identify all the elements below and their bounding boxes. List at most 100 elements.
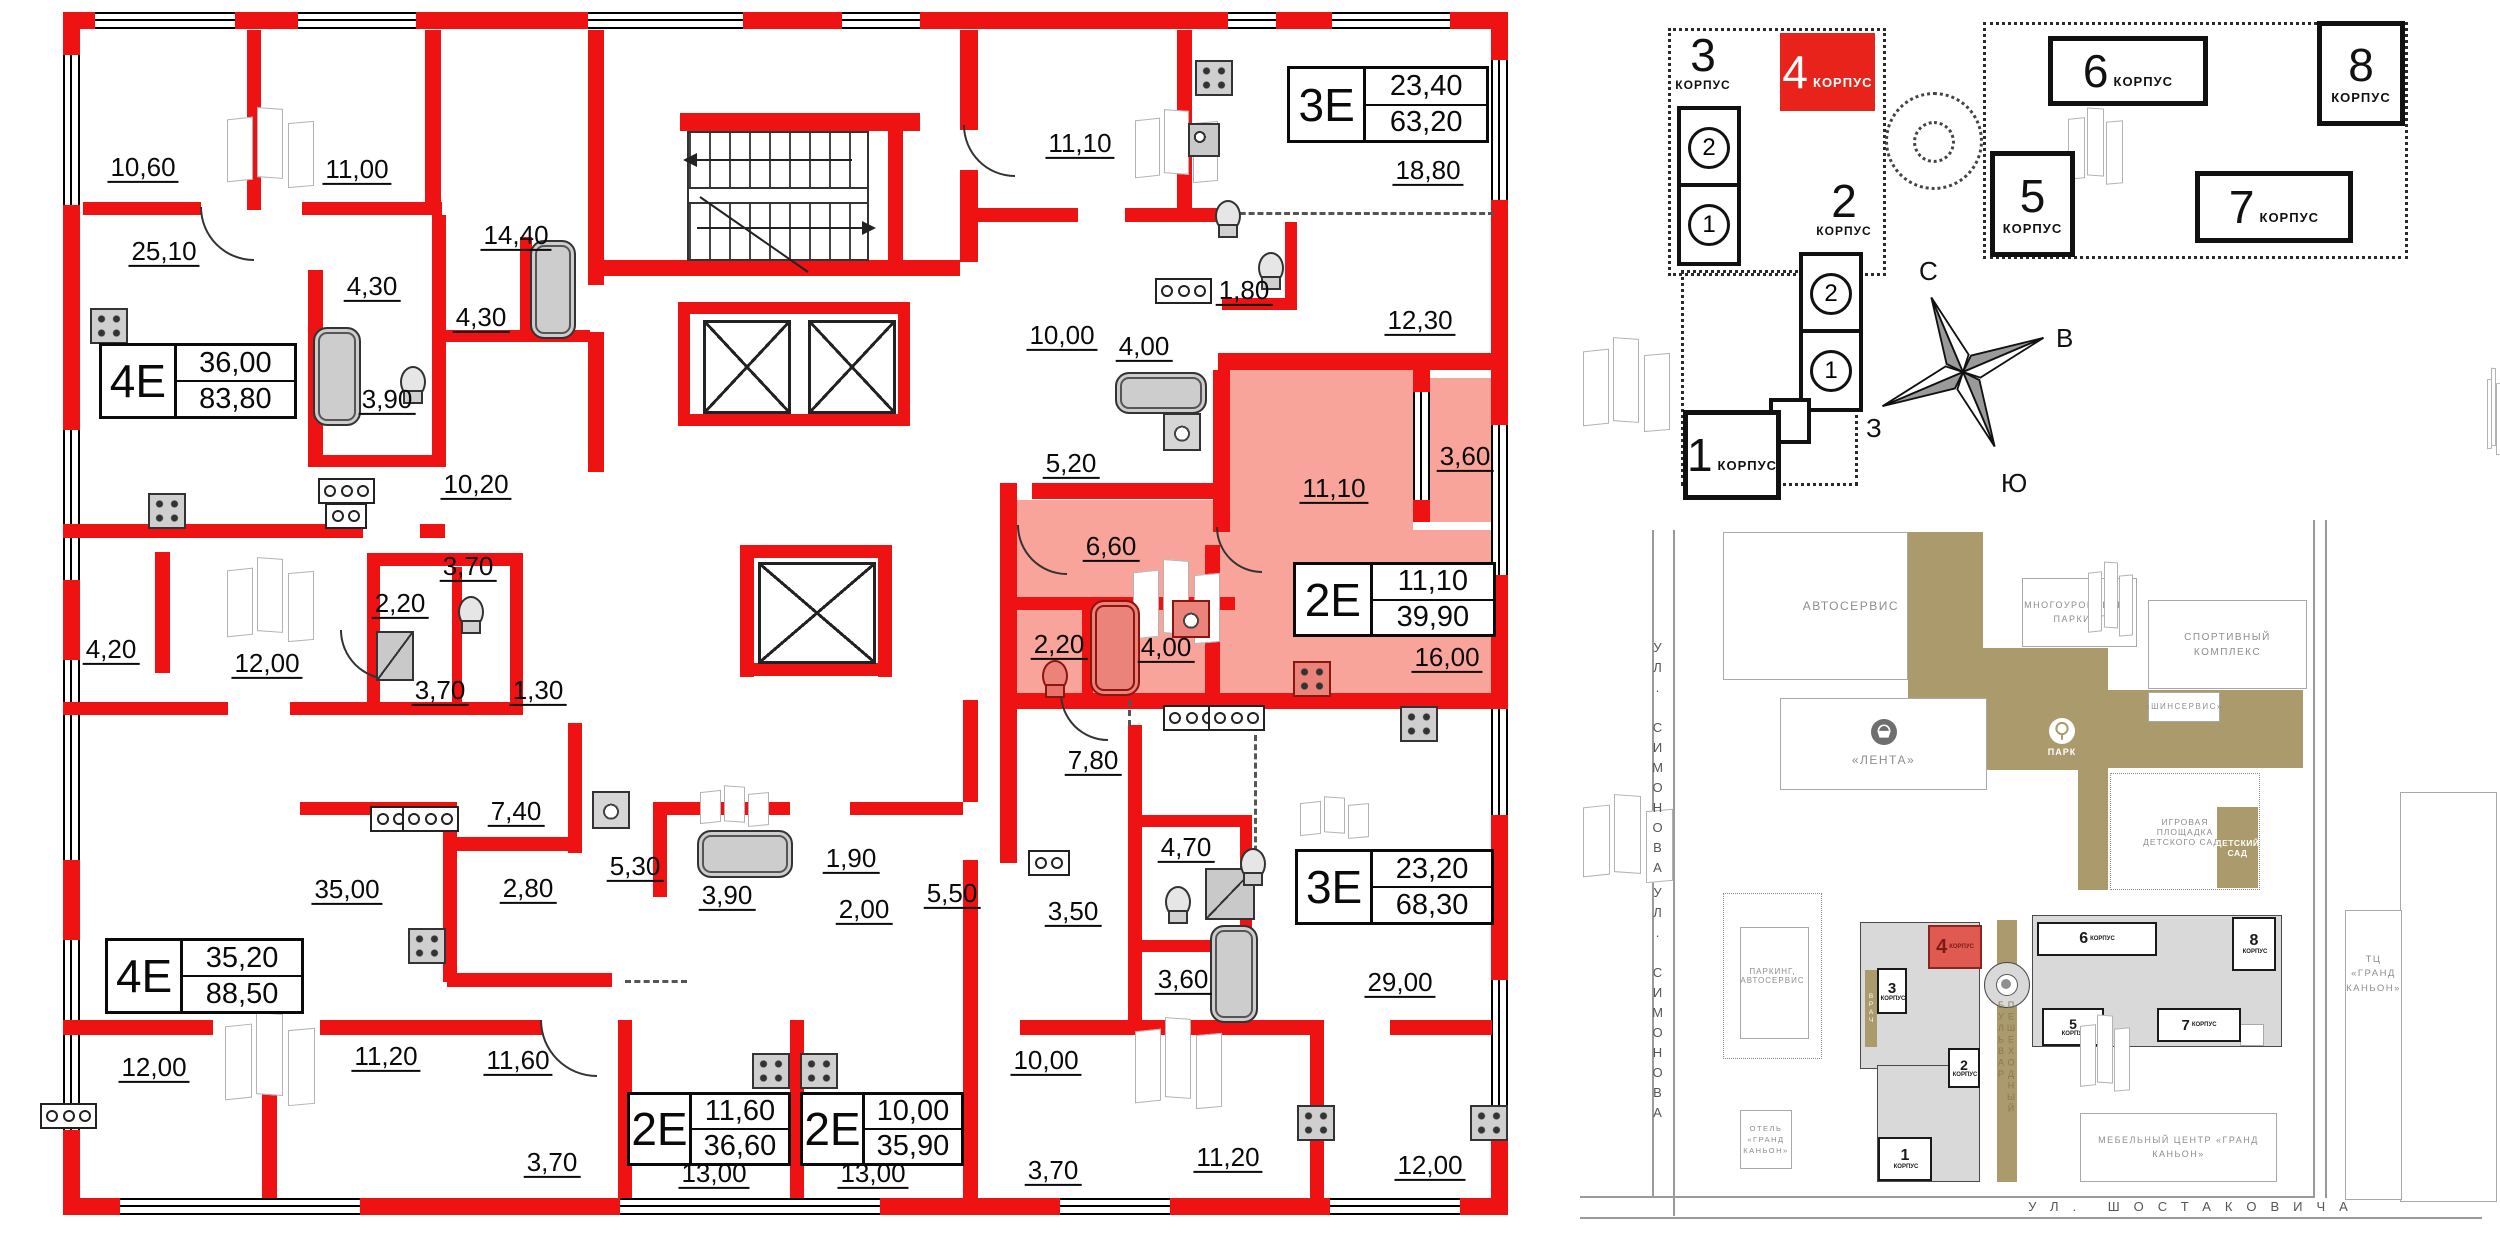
vent-box [1155, 278, 1212, 304]
interior-wall [740, 545, 892, 558]
room-area-label: 11,20 [351, 1042, 421, 1073]
apartment-type: 4Е [108, 941, 184, 1011]
stove-icon [752, 1053, 790, 1089]
room-area-label: 3,70 [1024, 1156, 1082, 1187]
map-label-line: САД [2227, 847, 2248, 858]
interior-wall [593, 260, 960, 276]
apartment-info-box[interactable]: 4Е 35,20 88,50 [105, 938, 304, 1014]
interior-wall [1390, 1020, 1492, 1035]
korpus-box-7[interactable]: 7 КОРПУС [2195, 171, 2353, 243]
room-area-label: 12,00 [118, 1053, 190, 1084]
korpus-word: КОРПУС [2191, 1022, 2217, 1028]
interior-wall [425, 30, 441, 215]
door-swing [200, 207, 254, 261]
roundabout-center [2001, 979, 2011, 989]
bathtub-icon [530, 240, 576, 339]
highlighted-apartment-area[interactable] [1430, 378, 1492, 522]
dashed-line [625, 980, 687, 985]
apartment-type: 2Е [803, 1095, 865, 1163]
apartment-info-box[interactable]: 2Е 11,60 36,60 [627, 1092, 791, 1166]
washing-machine-icon [1172, 600, 1210, 638]
scheme-boundary [1983, 22, 2408, 259]
street-line [2313, 520, 2315, 1198]
room-area-label: 5,20 [1042, 449, 1100, 480]
room-area-label: 1,80 [1215, 276, 1273, 307]
bathtub-icon [1210, 925, 1258, 1023]
korpus-box-1[interactable]: 1 КОРПУС [1683, 410, 1781, 500]
room-area-label: 4,30 [452, 303, 510, 334]
room-area-label: 5,50 [923, 879, 981, 910]
map-korpus-2: 2 КОРПУС [1948, 1048, 1980, 1088]
apartment-type: 2Е [1296, 565, 1373, 634]
map-building: СПОРТИВНЫЙ КОМПЛЕКС [2148, 600, 2307, 689]
apartment-areas: 11,60 36,60 [691, 1095, 788, 1163]
window [63, 940, 80, 1130]
toilet-tank [1045, 684, 1065, 698]
apartment-info-box[interactable]: 3Е 23,20 68,30 [1295, 849, 1494, 925]
interior-wall [1000, 693, 1508, 709]
map-label-line: КАНЬОН» [1743, 1146, 1789, 1156]
bathtub-icon [1115, 372, 1207, 414]
korpus-number: 8 [2348, 39, 2374, 91]
section-box[interactable]: 2 [1799, 252, 1863, 335]
building-sketch [2088, 561, 2135, 642]
apartment-info-box[interactable]: 2Е 10,00 35,90 [800, 1092, 964, 1166]
apartment-info-box-selected[interactable]: 2Е 11,10 39,90 [1293, 562, 1496, 637]
korpus-word: КОРПУС [1717, 457, 1778, 473]
section-box[interactable]: 1 [1677, 183, 1741, 266]
shopping-basket-icon [1870, 719, 1897, 745]
apartment-areas: 10,00 35,90 [864, 1095, 961, 1163]
korpus-number: 6 [2082, 45, 2109, 97]
scheme-road-circle [1913, 121, 1955, 163]
korpus-word: КОРПУС [1952, 1072, 1978, 1078]
apartment-info-box[interactable]: 3Е 23,40 63,20 [1287, 66, 1489, 143]
room-area-label: 11,60 [483, 1046, 553, 1077]
korpus-word: КОРПУС [2061, 1031, 2087, 1037]
washing-machine-icon [592, 791, 630, 829]
interior-wall [1285, 222, 1297, 310]
interior-wall [978, 208, 1078, 222]
room-area-label: 3,70 [523, 1148, 581, 1179]
window [1330, 1198, 1460, 1215]
interior-wall [680, 113, 920, 131]
interior-wall [1032, 483, 1219, 499]
map-label-line: СПОРТИВНЫЙ КОМПЛЕКС [2184, 631, 2271, 658]
korpus-number: 2 [1831, 175, 1857, 227]
korpus-box-5[interactable]: 5 КОРПУС [1990, 151, 2075, 257]
korpus-word: КОРПУС [1893, 1164, 1919, 1170]
total-area: 83,80 [199, 382, 272, 415]
korpus-box-6[interactable]: 6 КОРПУС [2048, 36, 2208, 106]
apartment-areas: 36,00 83,80 [176, 346, 294, 416]
street-line [1580, 1196, 2313, 1198]
room-area-label: 10,20 [440, 470, 512, 501]
korpus-box-8[interactable]: 8 КОРПУС [2317, 21, 2405, 126]
korpus-number: 5 [2019, 169, 2046, 222]
room-area-label: 6,60 [1082, 532, 1140, 563]
room-area-label: 2,20 [1030, 630, 1088, 661]
elevator-shaft [758, 562, 876, 664]
apartment-areas: 11,10 39,90 [1372, 565, 1493, 634]
map-korpus-7: 7 КОРПУС [2157, 1008, 2241, 1042]
interior-wall [83, 202, 201, 215]
outer-wall-top [63, 12, 1508, 29]
map-label-line: ДЕТСКОГО САДА [2143, 836, 2227, 847]
stove-icon [148, 493, 186, 529]
korpus-number: 1 [1686, 429, 1713, 481]
interior-wall [63, 524, 363, 538]
room-area-label: 10,00 [1010, 1046, 1082, 1077]
interior-wall [1000, 483, 1017, 725]
stove-icon [1297, 1105, 1335, 1141]
korpus-number: 8 [2249, 932, 2259, 949]
room-area-label: 7,80 [1064, 746, 1122, 777]
map-label-line: АВТОСЕРВИС [1802, 599, 1899, 613]
map-label-line: «ГРАНД [1747, 1134, 1785, 1144]
korpus-box-4[interactable]: 4 КОРПУС [1780, 33, 1875, 111]
room-area-label: 3,70 [439, 552, 497, 583]
korpus-word: КОРПУС [1813, 74, 1873, 90]
vent-box [402, 806, 459, 832]
highlighted-apartment-area[interactable] [1227, 370, 1413, 532]
map-building [2240, 1024, 2264, 1046]
apartment-info-box[interactable]: 4Е 36,00 83,80 [99, 343, 297, 419]
section-box[interactable]: 2 [1677, 106, 1741, 189]
